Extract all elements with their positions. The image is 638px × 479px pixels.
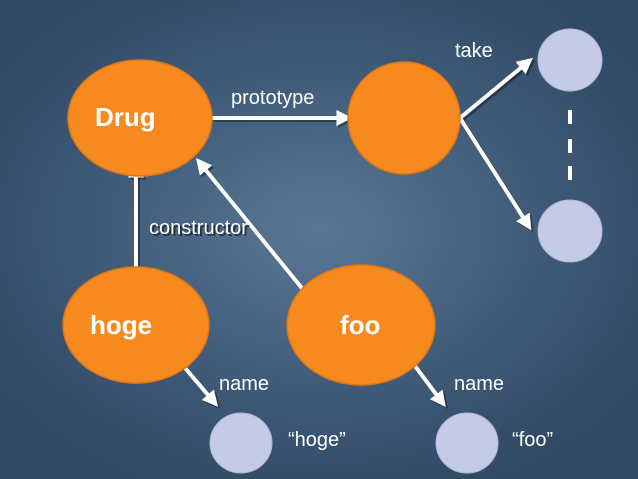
hoge-label: hoge: [90, 310, 152, 340]
constructor-label: constructor: [149, 217, 248, 239]
take-label: take: [455, 40, 493, 62]
take-target-node-bottom[interactable]: [537, 199, 603, 263]
hoge-value-node[interactable]: [209, 412, 273, 474]
foo-value-label: “foo”: [512, 429, 553, 451]
foo-node[interactable]: [286, 264, 436, 386]
foo-value-node[interactable]: [435, 412, 499, 474]
foo-constructor-arrow: [195, 158, 312, 300]
drug-label: Drug: [95, 102, 156, 132]
foo-name-label: name: [454, 373, 504, 395]
hoge-node[interactable]: [62, 266, 210, 384]
prototype-label: prototype: [231, 87, 314, 109]
take-target-node-top[interactable]: [537, 28, 603, 92]
drug-node[interactable]: [67, 59, 213, 177]
take-arrow-top: [458, 57, 533, 120]
hoge-name-arrow: [178, 360, 219, 407]
hoge-name-label: name: [219, 373, 269, 395]
hoge-value-label: “hoge”: [288, 429, 346, 451]
prototype-node[interactable]: [347, 61, 461, 175]
foo-name-arrow: [410, 360, 446, 408]
foo-label: foo: [340, 310, 380, 340]
constructor-label-shadow: constructor: [151, 219, 250, 241]
take-arrow-bottom: [458, 116, 532, 231]
